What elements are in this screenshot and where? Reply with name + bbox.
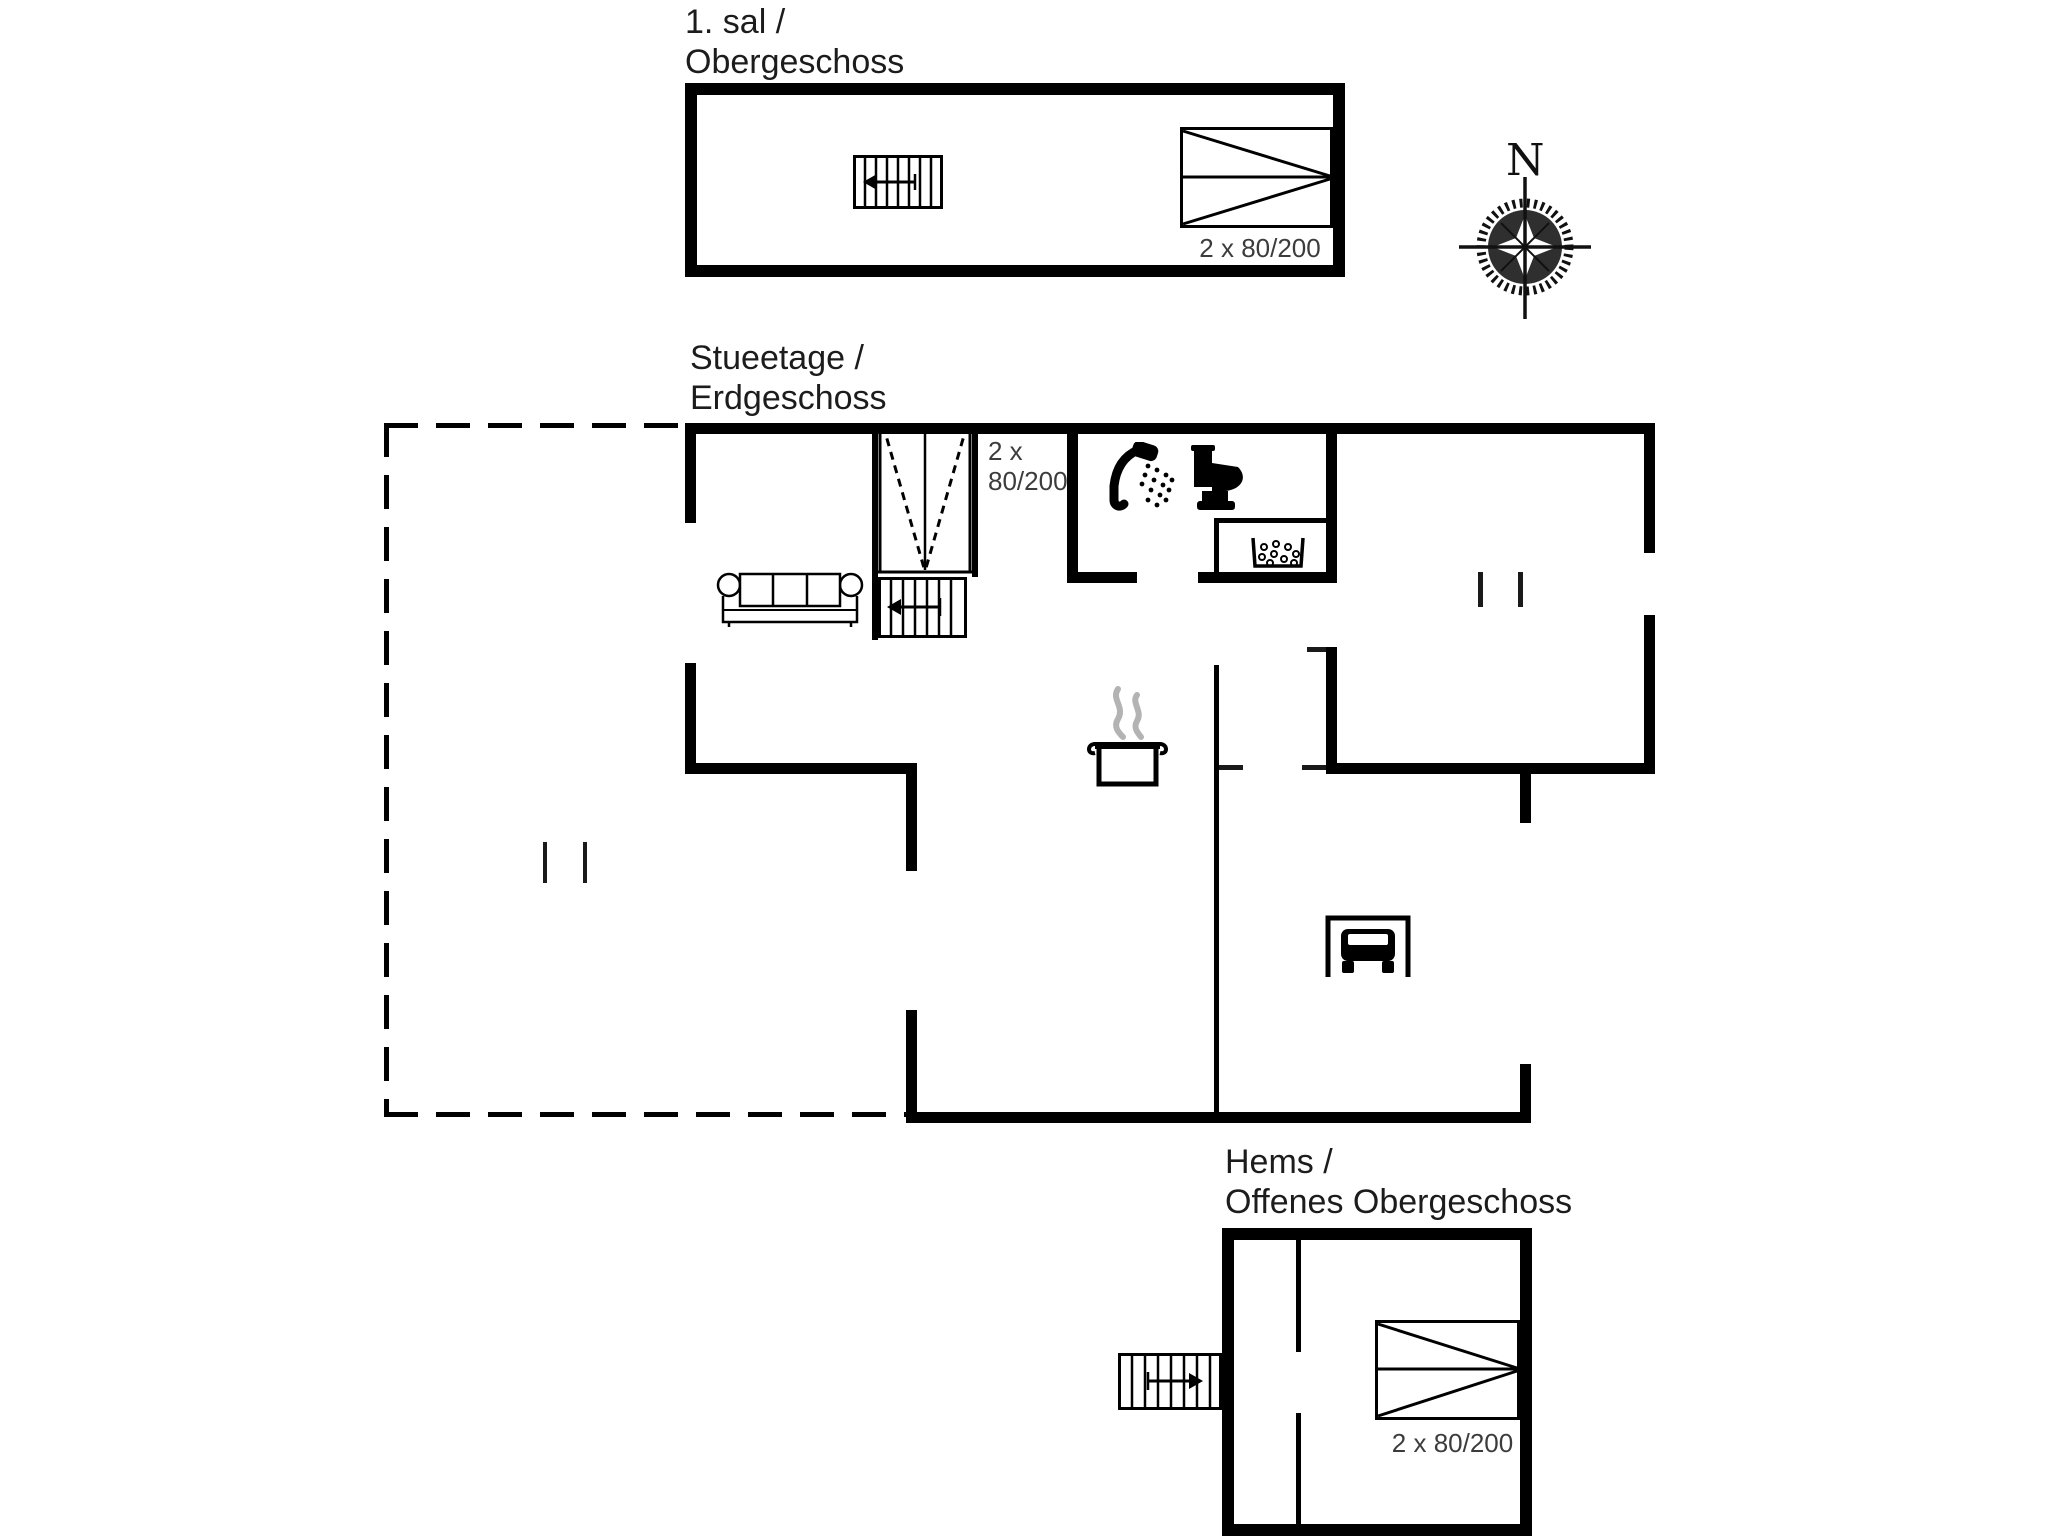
upper-wall-bottom [685, 265, 1345, 277]
ground-bed-size-label-line2: 80/200 [988, 466, 1068, 496]
window-marker [583, 842, 587, 883]
bathroom-wall-left [1067, 423, 1078, 583]
stairwell-wall-right [972, 423, 978, 577]
hall-wall [1326, 647, 1337, 774]
compass-rose-icon [1459, 177, 1591, 319]
washbasin-icon [1251, 537, 1305, 568]
cooking-pot-icon [1087, 686, 1168, 787]
ground-wall-left-upper [685, 423, 696, 523]
ground-wall-right-upper [1644, 423, 1655, 553]
double-bed-icon [1375, 1320, 1520, 1420]
ground-floor-title-line1: Stueetage / [690, 339, 864, 377]
upper-wall-right [1333, 83, 1345, 277]
bathroom-wall-south-west [1067, 572, 1137, 583]
stairs-icon [878, 577, 967, 638]
upper-floor-title-line1: 1. sal / [685, 3, 786, 41]
upper-wall-left [685, 83, 697, 277]
hems-wall-top [1222, 1228, 1532, 1240]
stairwell-wall-left [872, 423, 878, 640]
double-bed-icon [878, 423, 972, 574]
ground-wall-left-lower [685, 663, 696, 774]
ground-wall-living-stub [906, 763, 917, 871]
washbasin-counter-left-wall [1214, 518, 1219, 578]
hems-railing-upper [1296, 1240, 1301, 1352]
ground-wall-bottom [906, 1112, 1531, 1123]
carport-frame [1325, 915, 1411, 977]
upper-bed-size-label: 2 x 80/200 [1199, 233, 1321, 263]
carport-wall-stub [1520, 774, 1531, 823]
ground-wall-top [685, 423, 1655, 434]
hems-railing-lower [1296, 1413, 1301, 1524]
door-opening-marker [1518, 572, 1523, 607]
ground-bed-size-label-line1: 2 x [988, 436, 1023, 466]
door-opening-marker [1478, 572, 1483, 607]
sofa-icon [716, 572, 864, 627]
ground-wall-bottom-left-stub [906, 1010, 917, 1123]
kitchen-divider-wall [1214, 665, 1219, 1117]
hems-title-line2: Offenes Obergeschoss [1225, 1183, 1573, 1221]
car-icon [1325, 915, 1411, 977]
stairs-icon [1118, 1353, 1222, 1410]
double-bed-icon [1180, 127, 1333, 228]
washbasin-counter-top-wall [1217, 518, 1333, 523]
ground-wall-living-south [685, 763, 917, 774]
window-marker [543, 842, 547, 883]
bedroom-wall-south [1326, 763, 1655, 774]
upper-wall-top [685, 83, 1345, 95]
stairs-icon [853, 155, 943, 209]
bathroom-wall-south-east [1198, 572, 1333, 583]
ground-wall-right-lower [1644, 615, 1655, 774]
hems-title-line1: Hems / [1225, 1143, 1333, 1181]
bedroom-wall-left [1326, 423, 1337, 583]
hems-title: Hems /Offenes Obergeschoss [1225, 1142, 1572, 1222]
ground-wall-bottom-right-stub [1520, 1064, 1531, 1123]
ground-floor-title: Stueetage /Erdgeschoss [690, 338, 887, 418]
upper-floor-title: 1. sal /Obergeschoss [685, 2, 904, 82]
hems-wall-bottom [1222, 1524, 1532, 1536]
hems-wall-right [1520, 1228, 1532, 1536]
hems-wall-left [1222, 1228, 1234, 1536]
toilet-icon [1191, 445, 1243, 510]
door-opening-marker [1302, 765, 1326, 770]
terrace-dashed-bottom [384, 1112, 906, 1117]
hems-bed-size-label: 2 x 80/200 [1391, 1428, 1514, 1458]
door-opening-marker [1307, 647, 1326, 652]
ground-floor-title-line2: Erdgeschoss [690, 379, 887, 417]
terrace-dashed-left [384, 423, 389, 1117]
door-opening-marker [1219, 765, 1243, 770]
shower-icon [1109, 442, 1175, 511]
terrace-dashed-top [384, 423, 685, 428]
upper-floor-title-line2: Obergeschoss [685, 43, 905, 81]
